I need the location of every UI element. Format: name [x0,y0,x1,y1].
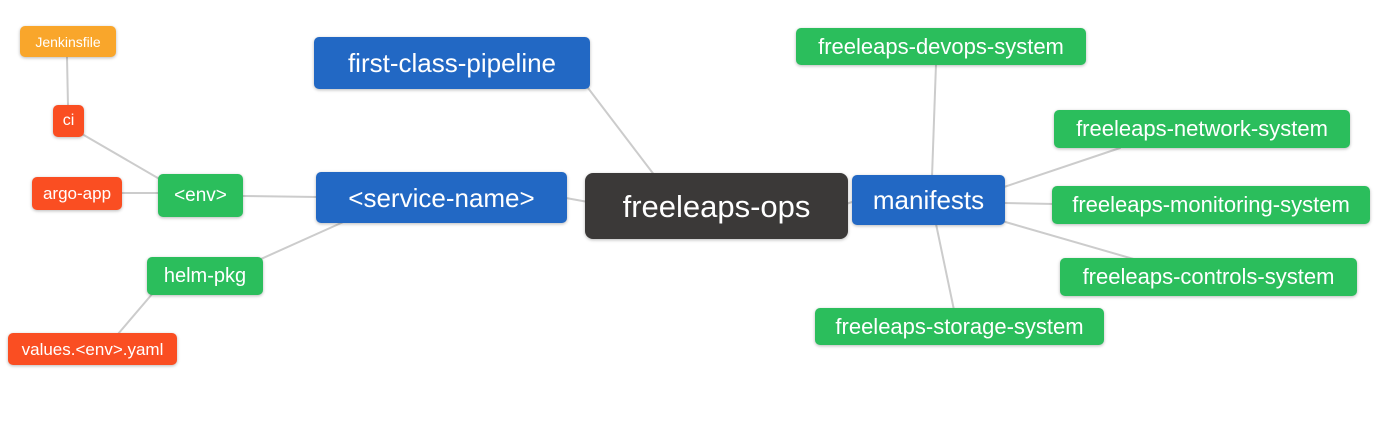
node-freeleaps-monitoring-system[interactable]: freeleaps-monitoring-system [1052,186,1370,224]
node-argo-app[interactable]: argo-app [32,177,122,210]
node-manifests[interactable]: manifests [852,175,1005,225]
edge-manifests-network [1003,147,1121,188]
edge-servicename-ops [565,197,589,203]
node-freeleaps-controls-system[interactable]: freeleaps-controls-system [1060,258,1357,296]
edge-jenkinsfile-ci [66,56,69,107]
edge-helmpkg-servicename [251,218,351,264]
edge-values-helmpkg [117,292,154,335]
node-freeleaps-storage-system[interactable]: freeleaps-storage-system [815,308,1104,345]
node-service-name[interactable]: <service-name> [316,172,567,223]
edge-env-servicename [241,195,319,198]
node-ci[interactable]: ci [53,105,84,137]
node-freeleaps-ops[interactable]: freeleaps-ops [585,173,848,239]
edge-manifests-controls [1001,220,1138,261]
edge-manifests-devops [931,63,937,178]
edge-manifests-monitoring [1003,202,1056,205]
node-env[interactable]: <env> [158,174,243,217]
node-helm-pkg[interactable]: helm-pkg [147,257,263,295]
node-values-env-yaml[interactable]: values.<env>.yaml [8,333,177,365]
node-first-class-pipeline[interactable]: first-class-pipeline [314,37,590,89]
node-jenkinsfile[interactable]: Jenkinsfile [20,26,116,57]
node-freeleaps-network-system[interactable]: freeleaps-network-system [1054,110,1350,148]
edge-manifests-storage [935,223,955,311]
edge-pipeline-ops [587,87,656,177]
node-freeleaps-devops-system[interactable]: freeleaps-devops-system [796,28,1086,65]
